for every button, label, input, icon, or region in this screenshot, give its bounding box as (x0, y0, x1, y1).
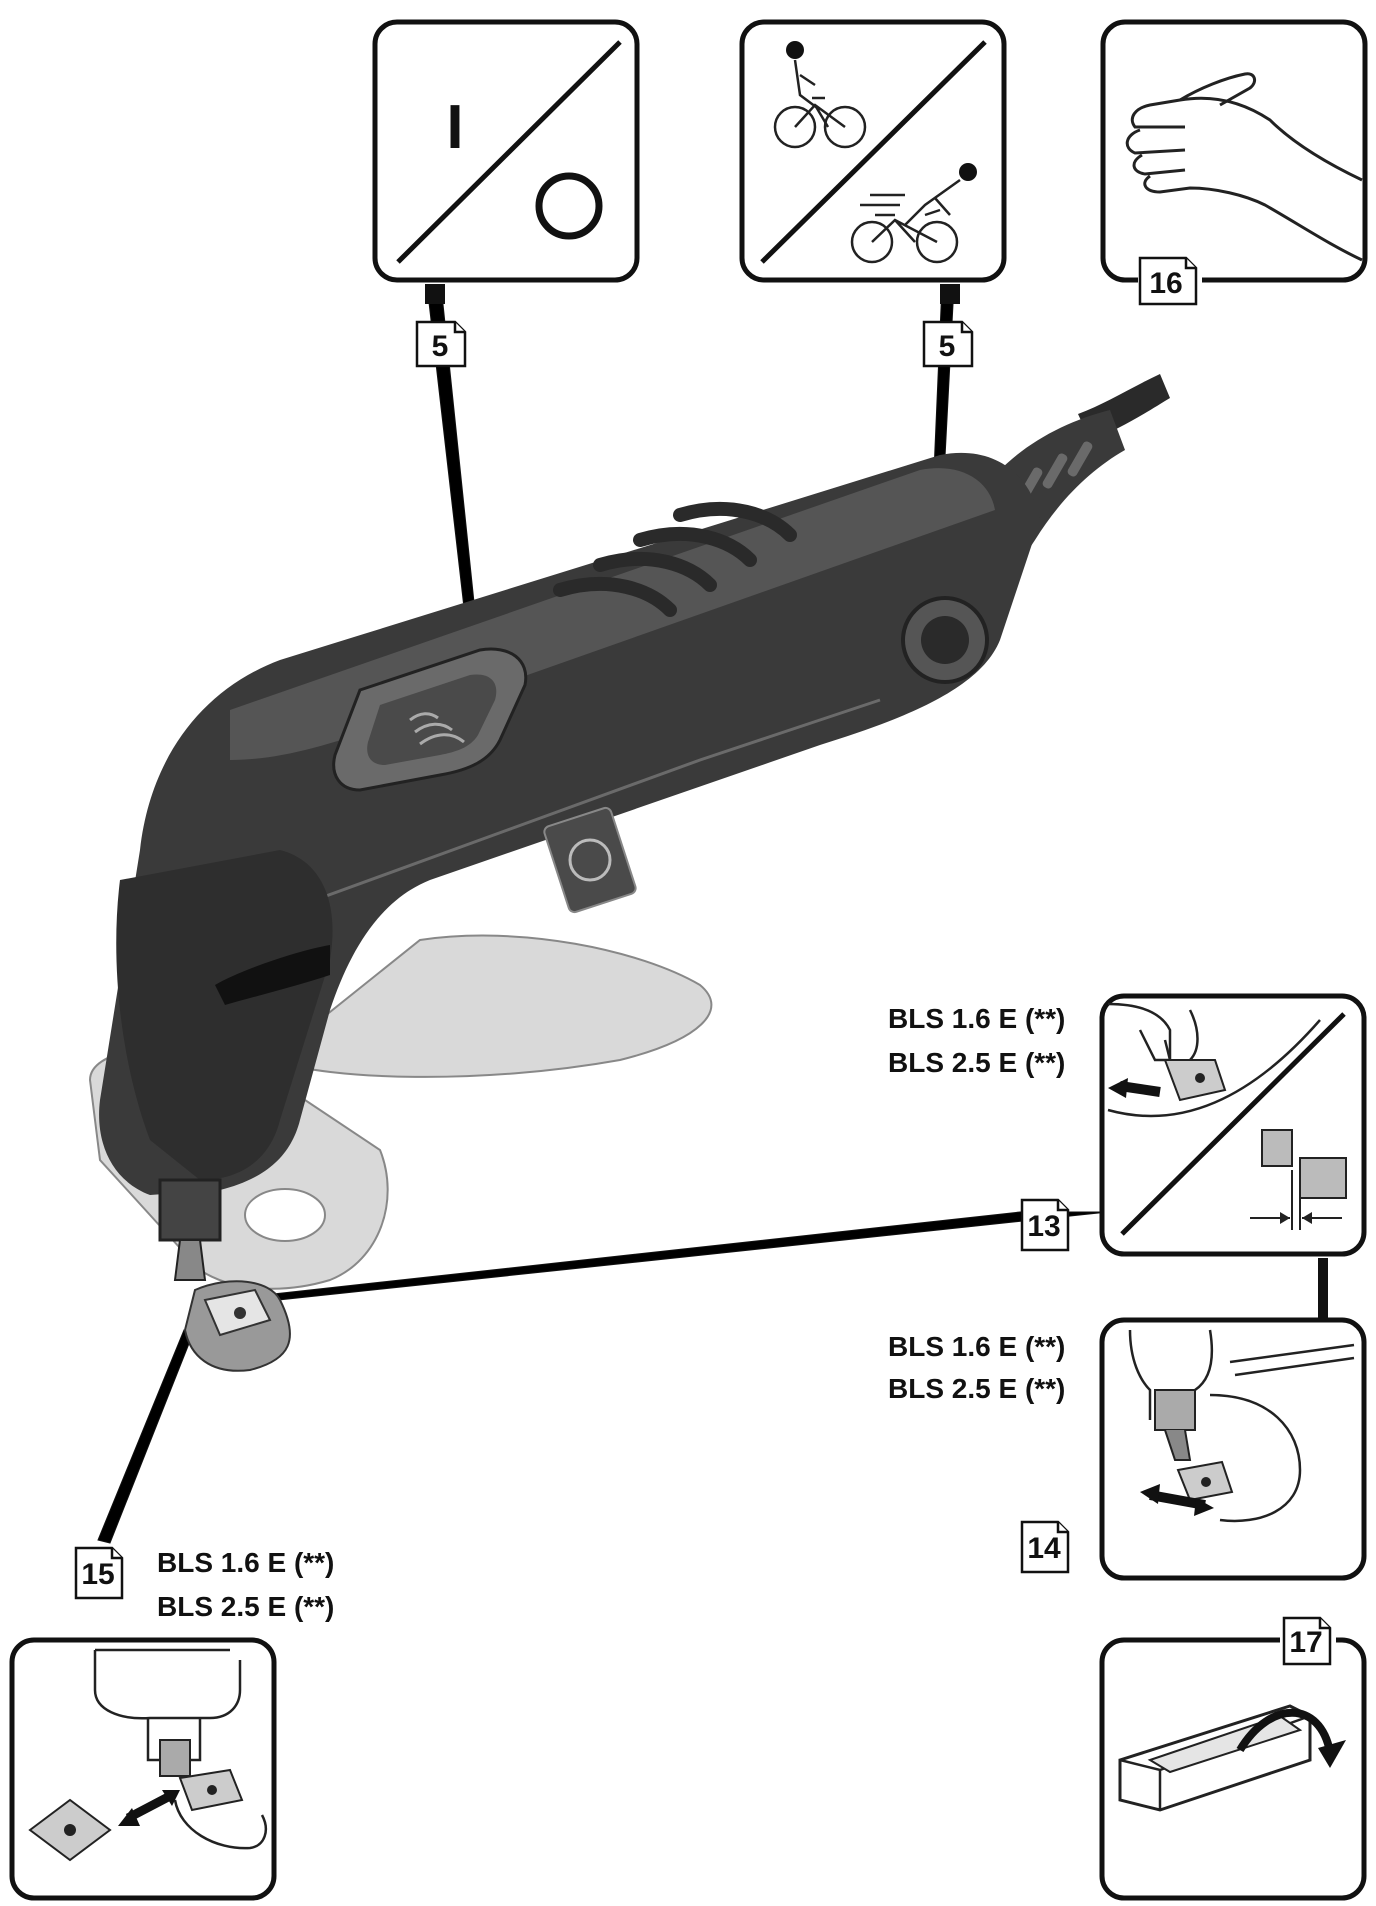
brand-badge (543, 806, 637, 914)
hand-grip-icon (1125, 72, 1363, 262)
figure-ref-14: 14 (1020, 1520, 1070, 1574)
connector-13-14 (1318, 1258, 1328, 1322)
figure-ref-16: 16 (1138, 256, 1202, 306)
figure-ref-17: 17 (1280, 1616, 1336, 1666)
hand-panel (1100, 19, 1368, 283)
svg-text:BLS 1.6 E (**): BLS 1.6 E (**) (157, 1547, 334, 1578)
model-labels-14: BLS 1.6 E (**) BLS 2.5 E (**) (888, 1331, 1065, 1404)
cyclist-speed-icon (773, 41, 977, 264)
leader-knife (97, 1329, 193, 1544)
on-symbol: I (446, 93, 463, 162)
svg-text:15: 15 (81, 1558, 114, 1591)
model-labels-13: BLS 1.6 E (**) BLS 2.5 E (**) (888, 1003, 1065, 1078)
knife-gap-icon (1107, 1002, 1347, 1230)
leader-lines (97, 284, 1328, 1544)
cutter-insert-icon (1128, 1329, 1355, 1523)
storage-panel (1099, 1637, 1367, 1901)
svg-text:16: 16 (1149, 267, 1182, 300)
svg-text:BLS 1.6 E (**): BLS 1.6 E (**) (888, 1003, 1065, 1034)
off-symbol-icon (535, 172, 603, 240)
svg-text:5: 5 (432, 330, 449, 363)
model-labels-15: BLS 1.6 E (**) BLS 2.5 E (**) (157, 1547, 334, 1622)
figure-ref-15: 15 (74, 1546, 124, 1600)
speed-panel (739, 19, 1007, 283)
case-lid-icon (1118, 1704, 1346, 1812)
svg-text:17: 17 (1289, 1626, 1322, 1659)
gap-adjust-panel (1099, 993, 1367, 1257)
leader-gap (254, 1211, 1109, 1303)
metal-shear-tool (88, 374, 1170, 1372)
figure-ref-13: 13 (1020, 1198, 1070, 1252)
svg-text:14: 14 (1027, 1532, 1061, 1565)
svg-text:BLS 2.5 E (**): BLS 2.5 E (**) (888, 1373, 1065, 1404)
svg-text:BLS 1.6 E (**): BLS 1.6 E (**) (888, 1331, 1065, 1362)
svg-text:BLS 2.5 E (**): BLS 2.5 E (**) (888, 1047, 1065, 1078)
knife-change-panel (9, 1637, 277, 1901)
svg-text:5: 5 (939, 330, 956, 363)
cutter-adjust-panel (1099, 1317, 1367, 1581)
figure-ref-5-switch: 5 (415, 320, 467, 368)
on-off-switch-icon: I (446, 93, 603, 240)
svg-text:BLS 2.5 E (**): BLS 2.5 E (**) (157, 1591, 334, 1622)
knife-swap-icon (28, 1648, 267, 1862)
figure-ref-5-speed: 5 (922, 320, 974, 368)
switch-panel: I (372, 19, 640, 283)
svg-text:13: 13 (1027, 1210, 1060, 1243)
